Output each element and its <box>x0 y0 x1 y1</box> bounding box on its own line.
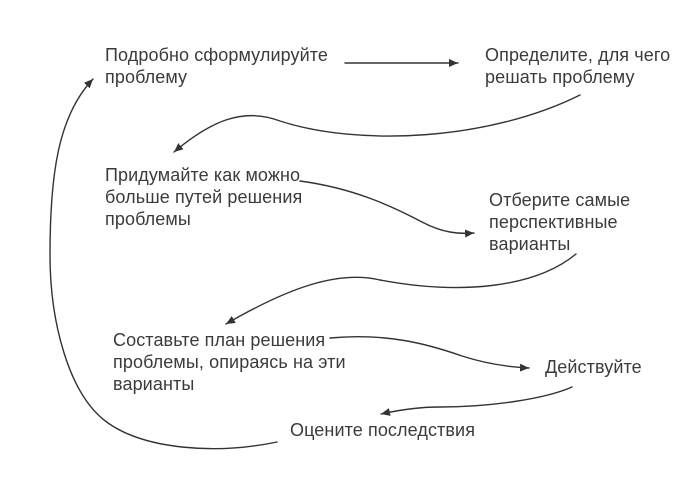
arrow-define-to-brainstorm <box>173 94 581 153</box>
node-act: Действуйте <box>545 357 642 377</box>
arrow-evaluate-to-formulate <box>49 78 278 450</box>
arrow-brainstorm-to-select <box>299 180 475 238</box>
arrow-plan-to-act <box>329 335 530 372</box>
arrow-select-to-plan <box>225 253 577 325</box>
arrow-act-to-evaluate <box>380 386 573 416</box>
node-select-options: Отберите самые перспективные варианты <box>489 190 631 254</box>
node-make-plan: Составьте план решения проблемы, опираяс… <box>113 330 346 394</box>
node-brainstorm: Придумайте как можно больше путей решени… <box>105 165 303 229</box>
node-formulate: Подробно сформулируйте проблему <box>105 45 329 87</box>
node-define-purpose: Определите, для чего решать проблему <box>485 45 671 87</box>
node-evaluate: Оцените последствия <box>290 420 476 440</box>
